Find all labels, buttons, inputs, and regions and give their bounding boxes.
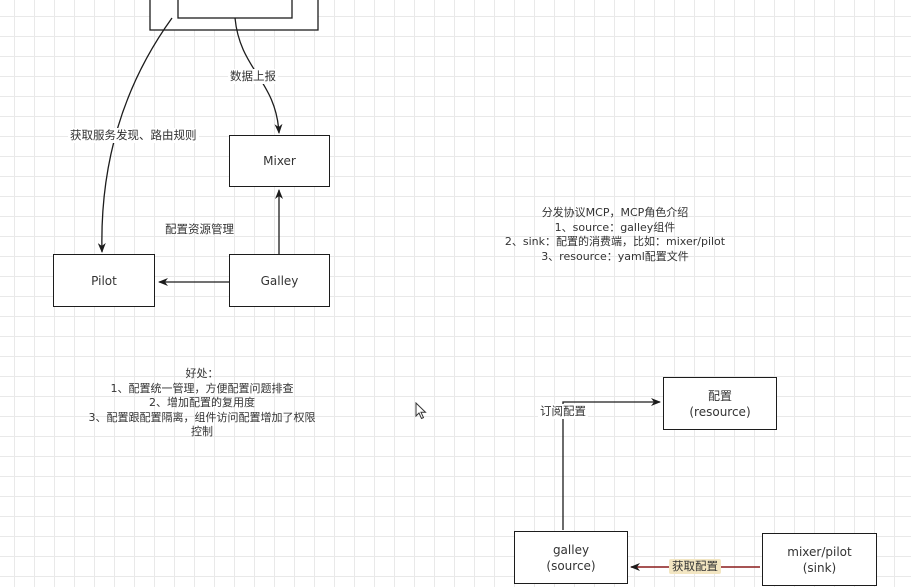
node-config-resource[interactable]: 配置 (resource) <box>663 377 777 430</box>
node-config-sub: (resource) <box>689 404 751 419</box>
node-config-title: 配置 <box>707 388 732 403</box>
note-benefits-line-4: 3、配置跟配置隔离，组件访问配置增加了权限 <box>88 410 316 424</box>
node-mixer-pilot-sub: (sink) <box>802 560 837 575</box>
edge-label-config-mgmt: 配置资源管理 <box>165 222 234 236</box>
note-mcp-line-1: 分发协议MCP，MCP角色介绍 <box>541 206 689 219</box>
envoy-box-inner <box>177 0 293 19</box>
node-mixer-pilot-sink[interactable]: mixer/pilot (sink) <box>762 533 877 586</box>
note-benefits-line-2: 1、配置统一管理，方便配置问题排查 <box>110 381 294 395</box>
node-galley[interactable]: Galley <box>229 254 330 307</box>
node-galley-source-sub: (source) <box>546 558 596 573</box>
node-mixer-label: Mixer <box>263 154 296 168</box>
note-mcp-line-2: 1、source：galley组件 <box>554 220 676 234</box>
node-mixer[interactable]: Mixer <box>229 135 330 187</box>
note-benefits-line-5: 控制 <box>191 425 213 439</box>
note-mcp: 分发协议MCP，MCP角色介绍 1、source：galley组件 2、sink… <box>472 206 758 264</box>
note-benefits-line-3: 2、增加配置的复用度 <box>149 396 255 410</box>
node-galley-label: Galley <box>260 273 299 288</box>
note-mcp-line-3: 2、sink：配置的消费端，比如：mixer/pilot <box>504 235 726 249</box>
note-benefits-line-1: 好处： <box>185 367 219 380</box>
node-pilot[interactable]: Pilot <box>53 254 155 307</box>
mouse-cursor-icon <box>415 402 427 420</box>
edge-label-discovery: 获取服务发现、路由规则 <box>68 128 199 143</box>
node-galley-source[interactable]: galley (source) <box>514 531 628 584</box>
node-galley-source-title: galley <box>552 542 590 557</box>
node-pilot-label: Pilot <box>91 273 117 288</box>
edge-galley-config <box>562 398 661 530</box>
edge-label-fetch: 获取配置 <box>669 559 721 574</box>
node-mixer-pilot-title: mixer/pilot <box>787 544 852 559</box>
note-benefits: 好处： 1、配置统一管理，方便配置问题排查 2、增加配置的复用度 3、配置跟配置… <box>70 367 334 440</box>
note-mcp-line-4: 3、resource：yaml配置文件 <box>541 249 689 263</box>
edge-label-subscribe: 订阅配置 <box>538 404 588 419</box>
edge-label-report: 数据上报 <box>228 69 278 84</box>
